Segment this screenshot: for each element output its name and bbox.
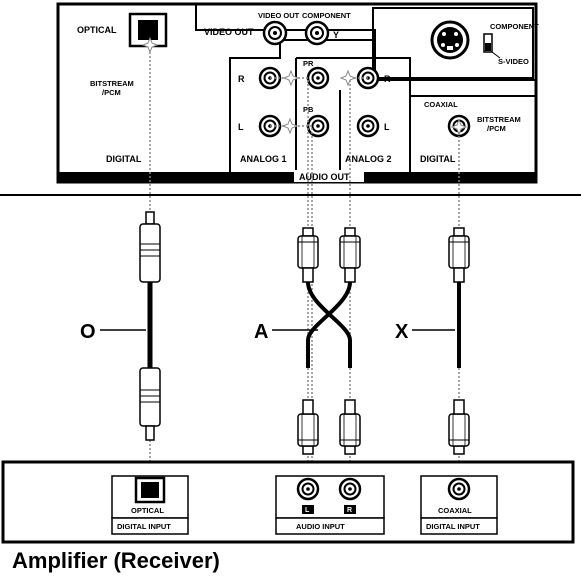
pcm-label: /PCM — [102, 88, 121, 97]
amp-coaxial-group-label: DIGITAL INPUT — [426, 522, 480, 531]
coaxial-label: COAXIAL — [424, 100, 458, 109]
video-out-jack — [262, 20, 288, 46]
amp-audio-l-jack — [296, 477, 320, 501]
s-video-port — [430, 20, 470, 60]
audio-cable-letter: A — [254, 321, 268, 343]
bitstream-label: BITSTREAM — [90, 79, 134, 88]
amp-audio-l-label: L — [305, 507, 310, 514]
analog2-l-label: L — [384, 122, 390, 132]
video-out-jack-label: VIDEO OUT — [258, 11, 300, 20]
switch-component-label: COMPONENT — [490, 22, 539, 31]
amp-coaxial-jack — [447, 477, 471, 501]
coax-cable-letter: X — [395, 321, 409, 343]
analog2-r-label: R — [384, 74, 391, 84]
output-switch — [483, 33, 501, 59]
amplifier-caption: Amplifier (Receiver) — [12, 548, 220, 573]
pr-jack — [306, 66, 330, 90]
y-label: Y — [333, 30, 339, 40]
amp-audio-r-label: R — [347, 507, 352, 514]
amp-audio-group-label: AUDIO INPUT — [296, 522, 345, 531]
analog2-l-jack — [356, 114, 380, 138]
optical-cable-letter: O — [80, 321, 96, 343]
digital-left-label: DIGITAL — [106, 154, 142, 164]
amp-optical-label: OPTICAL — [131, 506, 164, 515]
switch-svideo-label: S-VIDEO — [498, 57, 529, 66]
audio-out-label: AUDIO OUT — [299, 172, 350, 182]
digital-right-label: DIGITAL — [420, 154, 456, 164]
analog1-l-label: L — [238, 122, 244, 132]
audio-cable — [297, 227, 361, 455]
coax-pcm-label: /PCM — [487, 124, 506, 133]
player-rear-panel: OPTICAL BITSTREAM /PCM VIDEO OUT VIDEO O… — [56, 2, 539, 184]
amplifier-panel: OPTICAL DIGITAL INPUT L R AUDIO INPUT CO… — [1, 460, 575, 544]
analog1-label: ANALOG 1 — [240, 154, 287, 164]
amp-audio-r-jack — [338, 477, 362, 501]
optical-label: OPTICAL — [77, 25, 117, 35]
video-out-label: VIDEO OUT — [204, 27, 254, 37]
coaxial-cable — [448, 227, 470, 455]
analog1-r-label: R — [238, 74, 245, 84]
analog2-label: ANALOG 2 — [345, 154, 392, 164]
component-label: COMPONENT — [302, 11, 351, 20]
optical-cable — [139, 211, 161, 441]
pr-label: PR — [303, 59, 314, 68]
amp-optical-group-label: DIGITAL INPUT — [117, 522, 171, 531]
y-jack — [304, 20, 330, 46]
coax-bitstream-label: BITSTREAM — [477, 115, 521, 124]
amp-coaxial-label: COAXIAL — [438, 506, 472, 515]
